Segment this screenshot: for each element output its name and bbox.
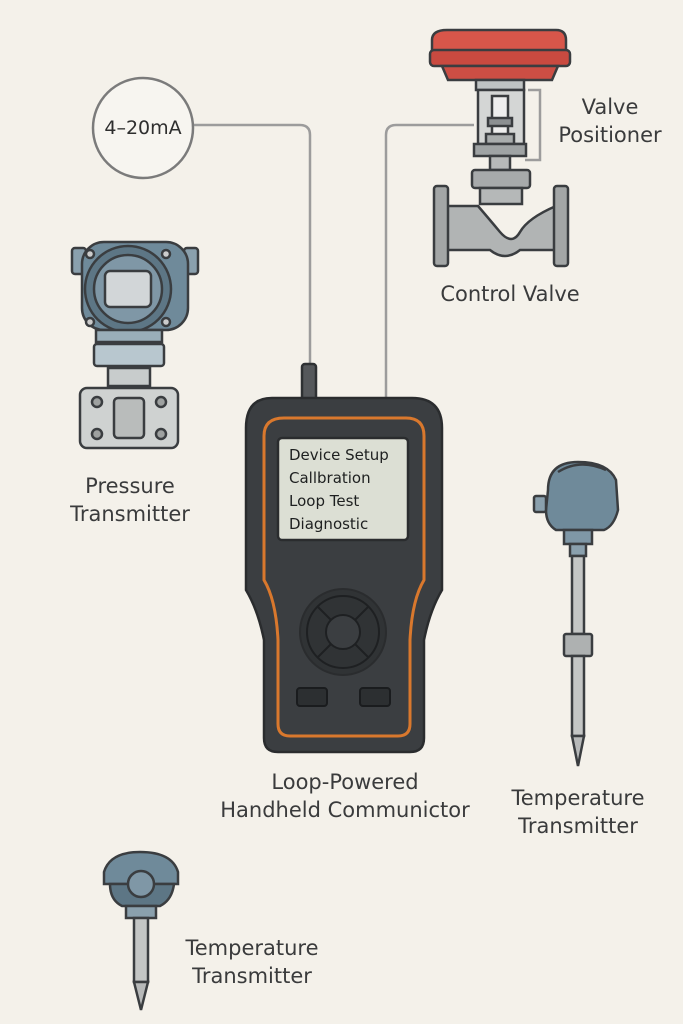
menu-item-calibration[interactable]: Callbration bbox=[289, 469, 371, 487]
temperature-transmitter-right-label: Temperature Transmitter bbox=[498, 784, 658, 840]
temperature-transmitter-bottom-label: Temperature Transmitter bbox=[172, 934, 332, 990]
menu-item-loop-test[interactable]: Loop Test bbox=[289, 492, 360, 510]
communicator-label-line2: Handheld Communictor bbox=[220, 798, 470, 822]
temperature-transmitter-bottom-line1: Temperature bbox=[185, 936, 319, 960]
valve-positioner-label-line2: Positioner bbox=[558, 123, 662, 147]
pressure-transmitter-label-line1: Pressure bbox=[85, 474, 175, 498]
handheld-communicator-icon bbox=[244, 362, 444, 754]
control-valve-icon bbox=[428, 28, 572, 268]
temperature-transmitter-bottom-icon bbox=[102, 850, 180, 1011]
temperature-transmitter-right-line2: Transmitter bbox=[518, 814, 638, 838]
signal-badge-label: 4–20mA bbox=[104, 117, 182, 139]
communicator-label-line1: Loop-Powered bbox=[271, 770, 419, 794]
valve-positioner-label: Valve Positioner bbox=[540, 93, 680, 149]
temperature-transmitter-right-line1: Temperature bbox=[511, 786, 645, 810]
temperature-transmitter-right-icon bbox=[532, 460, 620, 767]
loop-wiring bbox=[194, 88, 542, 398]
menu-item-device-setup[interactable]: Device Setup bbox=[289, 446, 389, 464]
pressure-transmitter-label-line2: Transmitter bbox=[70, 502, 190, 526]
control-valve-label: Control Valve bbox=[440, 282, 580, 306]
communicator-label: Loop-Powered Handheld Communictor bbox=[205, 768, 485, 824]
temperature-transmitter-bottom-line2: Transmitter bbox=[192, 964, 312, 988]
pressure-transmitter-label: Pressure Transmitter bbox=[40, 472, 220, 528]
signal-badge-circle bbox=[91, 76, 195, 180]
menu-item-diagnostic[interactable]: Diagnostic bbox=[289, 515, 369, 533]
pressure-transmitter-icon bbox=[70, 240, 200, 450]
valve-positioner-label-line1: Valve bbox=[581, 95, 639, 119]
